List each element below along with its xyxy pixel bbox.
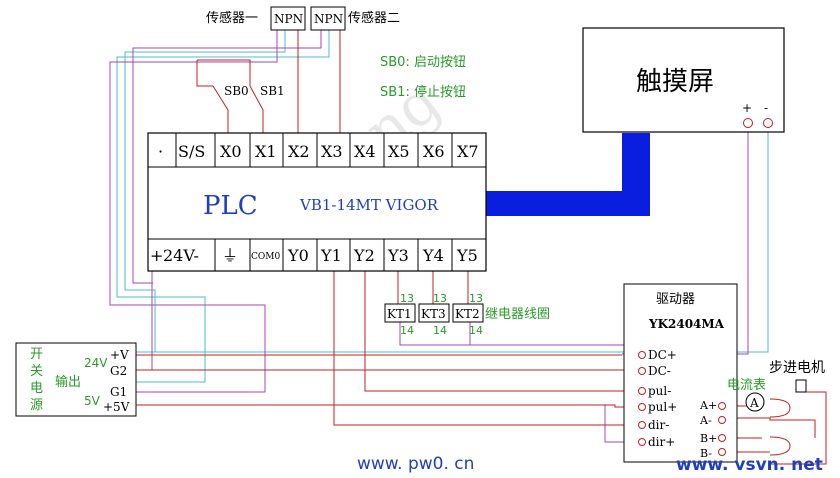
touchscreen-plus-terminal — [743, 118, 753, 128]
motor-terminal-label: A- — [699, 414, 712, 427]
svg-text:14: 14 — [400, 324, 414, 337]
plc-top-terminal: X7 — [457, 142, 479, 161]
power-terminal: +V — [110, 348, 129, 362]
power-5v-label: 5V — [84, 394, 101, 408]
plc-bottom-terminal: + — [150, 246, 163, 265]
plc-bottom-terminal: COM0 — [251, 252, 280, 262]
power-char: 源 — [30, 398, 43, 413]
touchscreen-box — [582, 27, 785, 133]
plc-bottom-terminal: Y0 — [287, 246, 309, 265]
sensor-1-box — [270, 6, 306, 31]
svg-text:KT3: KT3 — [421, 307, 446, 321]
svg-text:14: 14 — [433, 324, 447, 337]
plc-bottom-terminal: Y3 — [387, 246, 409, 265]
driver-terminal-label: pul+ — [648, 400, 677, 414]
sensor-1-label: 传感器一 — [206, 10, 258, 26]
svg-text:13: 13 — [400, 292, 414, 305]
sensor-1-npn: NPN — [274, 12, 303, 26]
driver-title: 驱动器 — [656, 292, 695, 307]
sb0-description: SB0: 启动按钮 — [380, 55, 466, 70]
stepper-motor-shaft — [795, 379, 807, 393]
plc-top-terminal: · — [158, 142, 163, 161]
plc-bottom-terminal: 24V- — [163, 246, 199, 265]
website-watermark-2: www. vsvn. net — [676, 455, 823, 475]
power-terminal: G1 — [110, 385, 127, 399]
plc-bottom-terminal: Y2 — [353, 246, 375, 265]
touchscreen-minus-terminal — [763, 118, 773, 128]
svg-text:13: 13 — [469, 292, 483, 305]
driver-terminal-label: dir+ — [648, 435, 675, 449]
plc-top-terminal: X0 — [220, 142, 242, 161]
relay-kt2: 13 KT2 14 — [452, 292, 484, 337]
driver-terminal-label: DC+ — [648, 348, 677, 362]
plc-title: PLC — [203, 191, 258, 221]
motor-terminal-label: A+ — [699, 399, 717, 412]
motor-terminal-label: B+ — [700, 432, 717, 445]
motor-terminals — [718, 402, 726, 456]
ammeter-icon — [745, 392, 765, 412]
motor-terminal-label: B- — [700, 447, 712, 460]
relay-kt1: 13 KT1 14 — [384, 292, 416, 337]
plc-unit — [147, 132, 487, 272]
sensor-2-npn: NPN — [314, 12, 343, 26]
plc-top-terminal: X6 — [423, 142, 445, 161]
plc-top-terminal: X2 — [288, 142, 310, 161]
communication-cable — [486, 133, 650, 216]
plc-bottom-terminal: Y1 — [320, 246, 342, 265]
power-terminal: G2 — [110, 364, 127, 378]
svg-text:KT2: KT2 — [455, 307, 480, 321]
power-24v-label: 24V — [84, 356, 108, 370]
plc-top-terminal: X3 — [321, 142, 343, 161]
touchscreen-title: 触摸屏 — [636, 67, 714, 97]
plc-top-terminal: X5 — [388, 142, 410, 161]
sensor-2-label: 传感器二 — [348, 10, 400, 26]
plc-top-terminal: S/S — [178, 142, 205, 161]
touchscreen-minus: - — [764, 101, 768, 115]
driver-terminal-label: pul- — [648, 384, 671, 398]
touchscreen-plus: + — [742, 101, 752, 115]
plc-top-terminal: X1 — [255, 142, 277, 161]
relay-kt3: 13 KT3 14 — [418, 292, 450, 337]
power-char: 开 — [30, 347, 43, 362]
power-output-label: 输出 — [55, 374, 81, 390]
svg-text:14: 14 — [469, 324, 483, 337]
plc-top-terminal: X4 — [354, 142, 376, 161]
plc-bottom-terminal: ⏚ — [222, 246, 238, 265]
stepper-motor-label: 步进电机 — [769, 360, 825, 376]
power-supply-box — [15, 342, 137, 417]
relay-coil-label: 继电器线圈 — [485, 307, 550, 322]
driver-terminal-label: dir- — [648, 418, 669, 432]
power-char: 关 — [30, 364, 43, 379]
sb0-label: SB0 — [224, 84, 249, 98]
sensor-2-box — [310, 6, 346, 31]
plc-model: VB1-14MT VIGOR — [299, 196, 439, 214]
power-terminal: +5V — [103, 400, 130, 414]
plc-bottom-terminal: Y5 — [456, 246, 478, 265]
driver-terminals — [638, 351, 646, 446]
sb1-description: SB1: 停止按钮 — [380, 84, 466, 100]
ammeter-symbol: A — [749, 396, 759, 410]
driver-model: YK2404MA — [648, 317, 725, 331]
driver-terminal-label: DC- — [648, 364, 671, 378]
svg-text:KT1: KT1 — [387, 307, 412, 321]
svg-text:13: 13 — [433, 292, 447, 305]
website-watermark-1: www. pw0. cn — [357, 454, 474, 474]
sb1-label: SB1 — [260, 84, 285, 98]
power-char: 电 — [30, 381, 43, 396]
ammeter-label: 电流表 — [727, 378, 766, 393]
plc-bottom-terminal: Y4 — [422, 246, 444, 265]
